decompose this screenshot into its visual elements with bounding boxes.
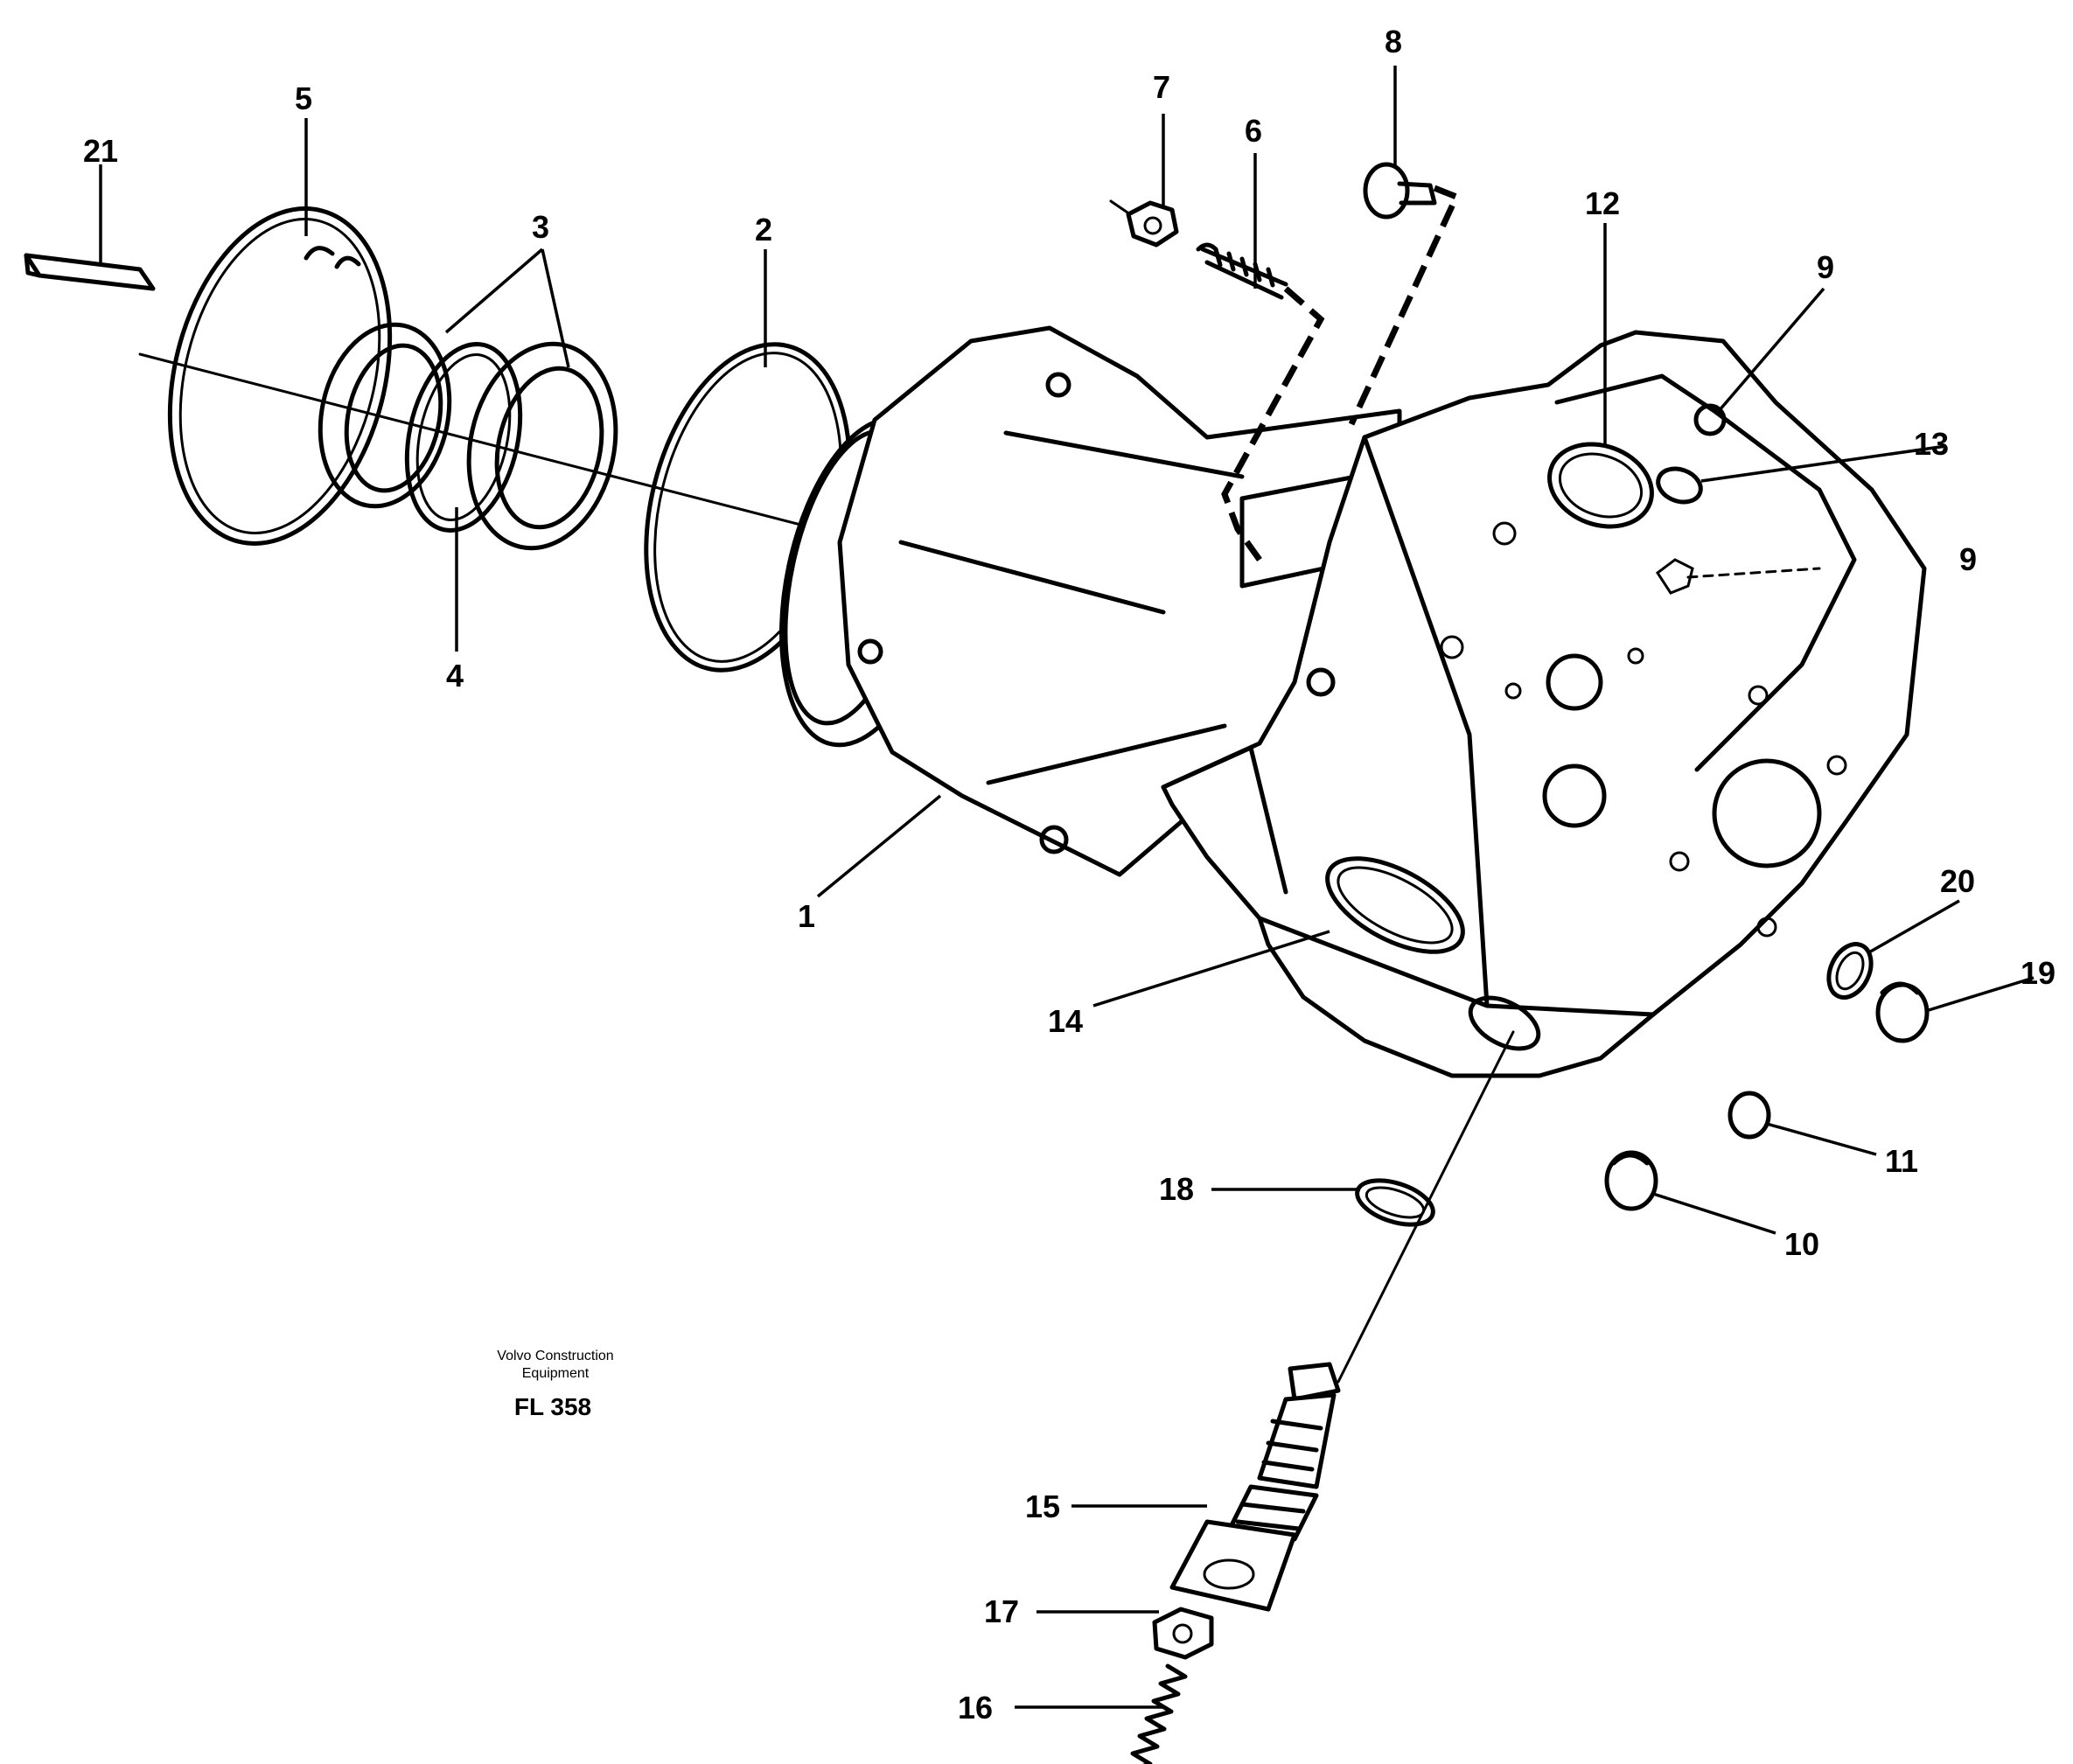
callout-9-upper: 9 bbox=[1817, 249, 1834, 285]
part-19-plug bbox=[1875, 981, 1930, 1043]
callout-14: 14 bbox=[1048, 1003, 1083, 1039]
callout-16: 16 bbox=[958, 1690, 993, 1726]
part-10-plug bbox=[1604, 1150, 1658, 1211]
callout-9-lower: 9 bbox=[1959, 541, 1977, 577]
callout-13: 13 bbox=[1914, 426, 1949, 462]
part-18-o-ring bbox=[1355, 1178, 1435, 1227]
valve-axis-line bbox=[1337, 1030, 1515, 1384]
part-21-key bbox=[24, 253, 156, 291]
assembly-path-9 bbox=[1686, 567, 1821, 579]
callout-1: 1 bbox=[798, 898, 815, 934]
part-15-relief-valve bbox=[1169, 1362, 1341, 1612]
callout-7: 7 bbox=[1153, 69, 1170, 105]
callout-5: 5 bbox=[295, 80, 312, 116]
part-1-valve-block bbox=[1161, 330, 1927, 1078]
callout-17: 17 bbox=[984, 1593, 1019, 1629]
assembly-path-8 bbox=[1348, 185, 1461, 426]
part-6-adjusting-screw bbox=[1196, 242, 1288, 300]
part-16-spring bbox=[1130, 1663, 1188, 1764]
part-4-o-ring bbox=[404, 342, 523, 533]
part-13-seal-ring bbox=[1656, 466, 1703, 505]
callout-3: 3 bbox=[532, 209, 549, 245]
callout-18: 18 bbox=[1159, 1171, 1194, 1207]
part-14-seal-ring bbox=[1325, 856, 1465, 954]
callout-20: 20 bbox=[1940, 863, 1975, 899]
part-8-plug bbox=[1363, 162, 1437, 220]
part-12-seal-ring bbox=[1547, 442, 1654, 529]
drawing-code: FL 358 bbox=[514, 1393, 591, 1420]
part-17-nut bbox=[1152, 1607, 1214, 1660]
drawing-publisher-line2: Equipment bbox=[522, 1366, 590, 1381]
callout-15: 15 bbox=[1025, 1489, 1060, 1524]
callout-19: 19 bbox=[2021, 955, 2056, 991]
callout-11: 11 bbox=[1885, 1143, 1918, 1179]
leader-lines bbox=[99, 66, 2035, 1709]
callout-2: 2 bbox=[755, 212, 772, 248]
assembly-path-6 bbox=[1221, 286, 1325, 562]
block-port bbox=[1468, 995, 1541, 1051]
part-20-washer bbox=[1826, 942, 1874, 1000]
callout-12: 12 bbox=[1585, 185, 1620, 221]
part-11-plug bbox=[1728, 1091, 1771, 1140]
callout-8: 8 bbox=[1385, 24, 1402, 59]
part-5-snap-ring bbox=[167, 206, 393, 546]
callout-4: 4 bbox=[446, 658, 464, 694]
part-9-plug-upper bbox=[1693, 403, 1727, 436]
drawing-publisher-line1: Volvo Construction bbox=[497, 1349, 613, 1363]
callout-21: 21 bbox=[83, 133, 118, 169]
part-1-pump-housing bbox=[779, 325, 1402, 877]
callout-10: 10 bbox=[1784, 1226, 1819, 1262]
part-7-nut bbox=[1109, 199, 1179, 248]
callout-6: 6 bbox=[1245, 113, 1262, 149]
